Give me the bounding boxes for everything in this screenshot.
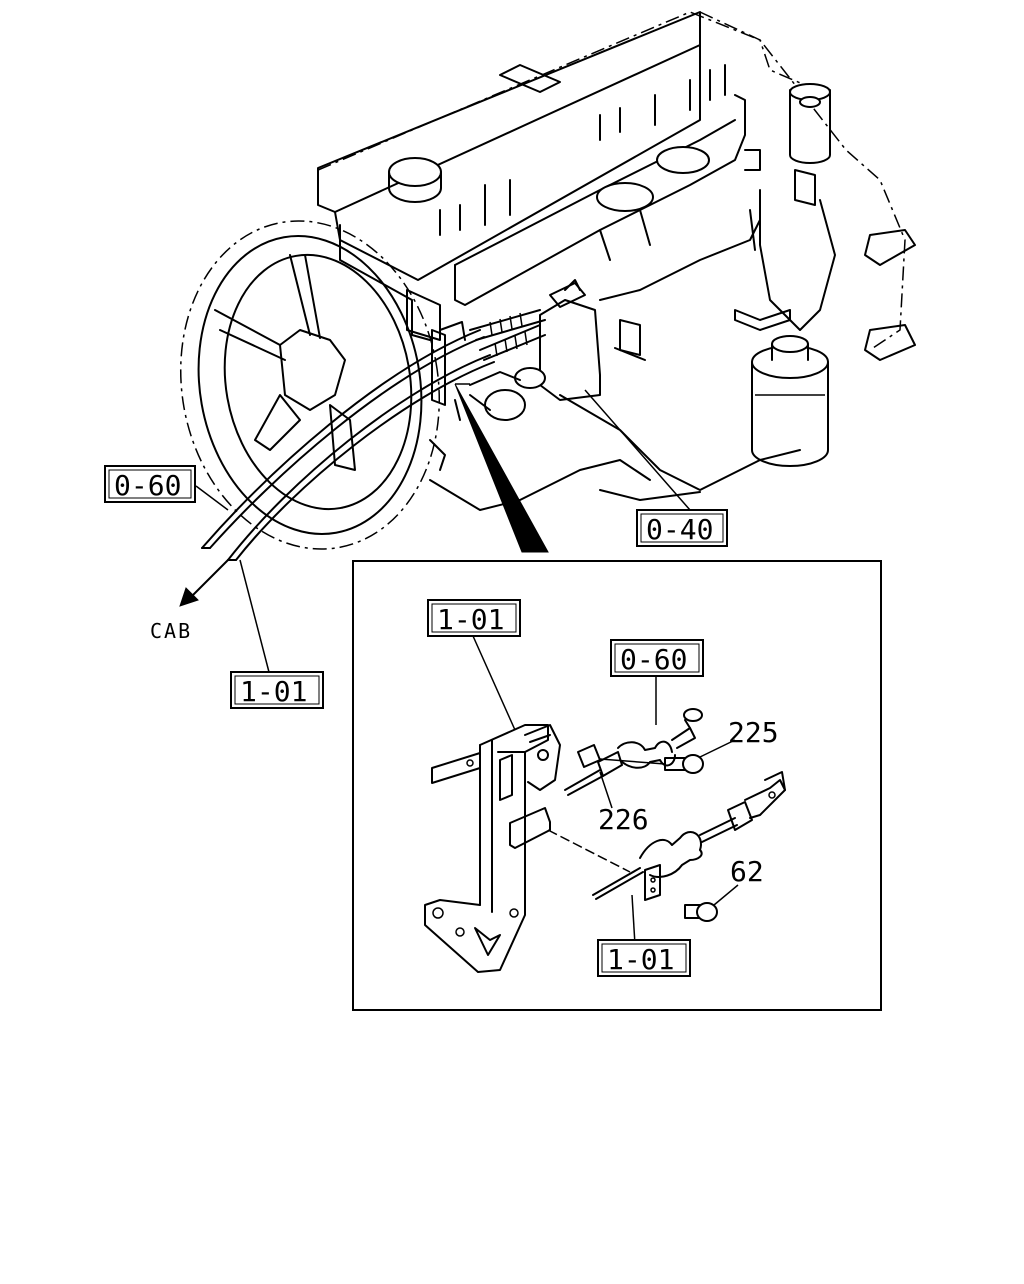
bolt-62 — [684, 902, 718, 922]
cable-1-01-end — [592, 771, 786, 901]
svg-text:0-60: 0-60 — [114, 469, 181, 502]
cab-direction-arrow — [179, 559, 229, 607]
ref-1-01-detail-top: 1-01 — [427, 599, 521, 637]
leader-1-01-main — [239, 559, 271, 677]
detail-callout-pointer — [454, 383, 549, 553]
part-number-225: 225 — [728, 716, 779, 749]
mounting-bracket — [424, 724, 561, 973]
leader-0-60-main — [195, 485, 229, 511]
leader-1-01-detail-bottom-a — [631, 894, 636, 946]
ref-0-40-main: 0-40 — [636, 509, 728, 547]
ref-0-60-main: 0-60 — [104, 465, 196, 503]
cable-0-60-end — [564, 708, 703, 796]
bolt-225 — [599, 754, 704, 774]
leader-1-01-detail-bottom-b — [547, 829, 631, 873]
part-number-226: 226 — [598, 803, 649, 836]
leader-1-01-detail-top — [472, 635, 516, 731]
leader-225 — [699, 739, 736, 758]
svg-text:0-40: 0-40 — [646, 513, 713, 546]
cooling-fan — [179, 220, 441, 550]
svg-text:1-01: 1-01 — [437, 603, 504, 636]
leader-62 — [713, 884, 739, 906]
svg-text:0-60: 0-60 — [620, 643, 687, 676]
ref-1-01-detail-bottom: 1-01 — [597, 939, 691, 977]
leader-0-40-main — [584, 389, 691, 511]
engine-assembly — [317, 11, 916, 511]
leader-226 — [599, 771, 613, 809]
svg-text:1-01: 1-01 — [607, 943, 674, 976]
control-cables — [201, 309, 546, 561]
cab-label: CAB — [150, 619, 192, 643]
part-number-62: 62 — [730, 855, 764, 888]
svg-text:1-01: 1-01 — [240, 675, 307, 708]
ref-1-01-main: 1-01 — [230, 671, 324, 709]
ref-0-60-detail: 0-60 — [610, 639, 704, 677]
